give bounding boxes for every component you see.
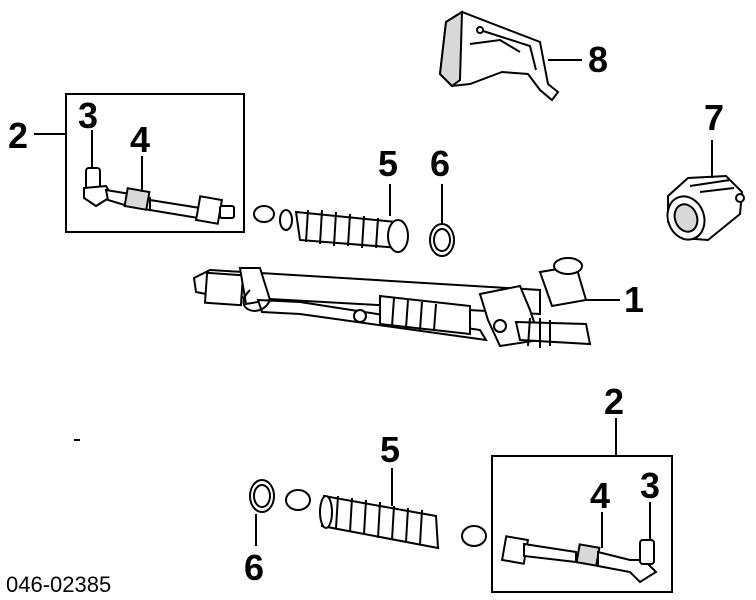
pinion-boot-part	[666, 140, 745, 242]
boot-assembly-top	[253, 184, 455, 257]
callout-pinion-boot: 7	[704, 97, 724, 138]
tie-rod-assembly-top	[34, 93, 245, 233]
callout-inner-tie-rod-bottom: 4	[590, 475, 610, 516]
steering-rack-part	[192, 257, 620, 348]
callout-inner-tie-rod-top: 4	[130, 119, 150, 160]
callout-rack: 1	[624, 279, 644, 320]
heat-shield-part	[438, 10, 582, 102]
callout-boot-bottom: 5	[380, 429, 400, 470]
diagram-code: 046-02385	[6, 572, 111, 597]
tie-rod-assembly-bottom	[491, 418, 673, 593]
boot-assembly-bottom	[249, 468, 487, 550]
tie-rod-box-bottom	[491, 455, 673, 593]
callout-tie-rod-end-top: 3	[78, 95, 98, 136]
callout-boot-top: 5	[378, 143, 398, 184]
callout-tie-rod-assembly-bottom: 2	[604, 381, 624, 422]
callout-ring-top: 6	[430, 143, 450, 184]
callout-tie-rod-assembly-top: 2	[8, 115, 28, 156]
tie-rod-box-top	[65, 93, 245, 233]
callout-tie-rod-end-bottom: 3	[640, 465, 660, 506]
callout-heat-shield: 8	[588, 39, 608, 80]
callout-ring-bottom: 6	[244, 547, 264, 588]
